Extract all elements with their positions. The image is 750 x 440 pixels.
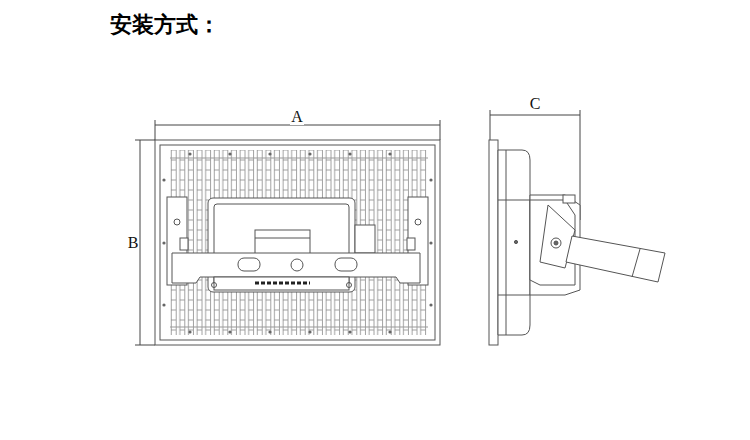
dimension-lines xyxy=(135,110,580,345)
dimension-label: A xyxy=(290,109,304,125)
page-title: 安装方式： xyxy=(110,10,220,40)
side-view xyxy=(489,140,665,345)
dimension-label: C xyxy=(529,96,542,112)
front-view xyxy=(155,140,440,345)
dimension-label: B xyxy=(127,235,140,251)
